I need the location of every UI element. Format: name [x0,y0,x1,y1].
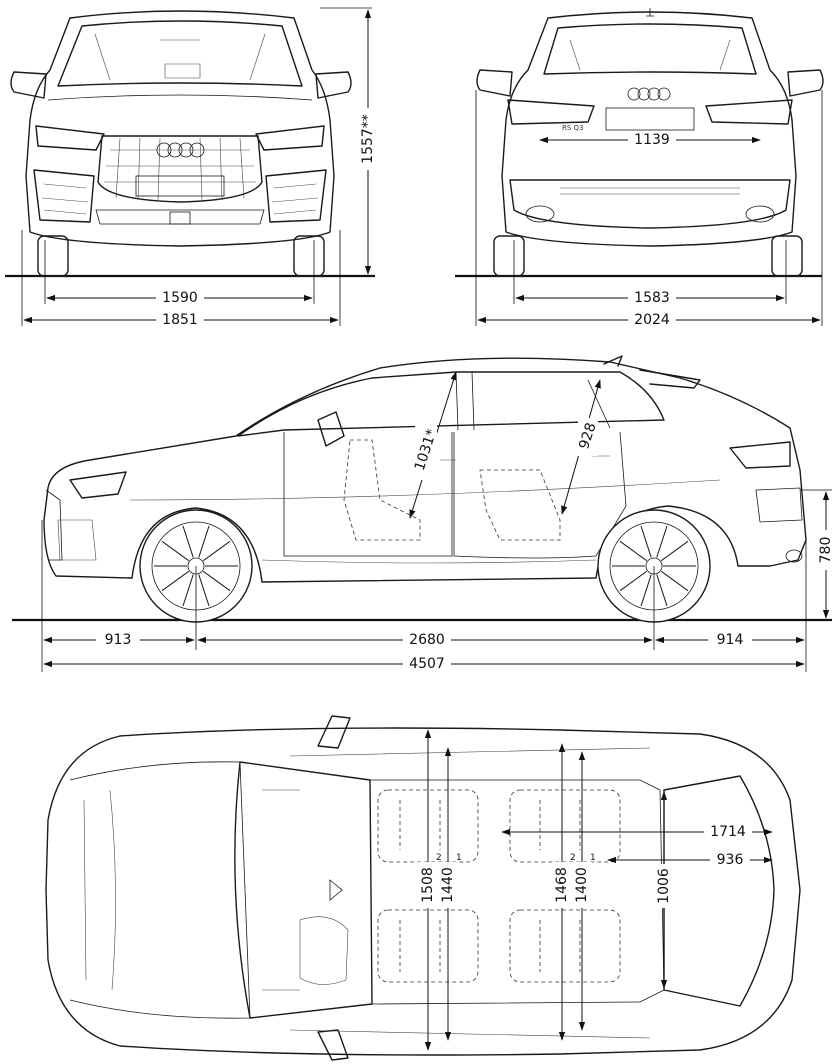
wheel-spoke [660,540,689,562]
rear-track-value: 1583 [634,290,670,306]
four-rings-logo [156,142,205,158]
rear-view: RS Q3 1139 1583 2024 [455,8,824,329]
front-overhang-value: 913 [105,632,132,648]
front-left-tire [37,235,69,277]
wheel-spoke [656,574,668,607]
grille-honeycomb [104,137,256,201]
wheel-spoke [182,574,194,607]
trunk-width-value: 1006 [656,868,672,904]
side-rear-seat [479,469,561,541]
wheel-spoke [202,540,231,562]
side-roof-spoiler [603,355,701,389]
rear-inner-value: 1139 [634,132,670,148]
rear-body-outline [501,11,797,247]
wheel-spoke [161,540,190,562]
shoulder-front-value: 1508 [420,867,436,903]
side-door-lines [283,431,627,559]
rear-left-exhaust [525,205,555,223]
wheel-spoke [619,540,648,562]
elbow-front-superscript: 1 [456,853,462,863]
rear-right-exhaust [745,205,775,223]
top-windshield [234,761,373,1019]
wheel-spoke [640,574,652,607]
rear-left-tire [493,235,525,277]
rear-height-value: 780 [818,537,834,564]
shoulder-front-superscript: 2 [436,853,442,863]
side-front-seat [343,439,421,541]
svg-text:RS Q3: RS Q3 [562,124,584,132]
side-window-outline [237,371,665,437]
width-value: 1851 [162,312,198,328]
top-upper-mirror [317,715,351,749]
front-grille [97,135,263,203]
length-value: 4507 [409,656,445,672]
headroom-rear-value: 928 [576,421,599,451]
side-mirror [317,411,345,447]
wheel-spoke [161,570,190,592]
side-taillight [729,441,791,469]
front-track-value: 1590 [162,290,198,306]
wheelbase-value: 2680 [409,632,445,648]
front-right-tire [293,235,325,277]
side-body-outline [43,357,807,583]
front-view: 1557** 1590 1851 [5,7,377,329]
side-headlight [69,471,127,499]
rear-diffuser [509,179,791,229]
front-left-intake [33,169,95,223]
rear-left-mirror [476,69,513,97]
rear-four-rings-logo [627,87,671,101]
top-lower-mirror [317,1029,349,1061]
rear-cargo-value: 936 [717,852,744,868]
rear-right-taillight [705,99,793,125]
rear-right-mirror [787,69,824,97]
front-right-intake [265,169,327,223]
wheel-spoke [198,525,210,558]
front-height-value: 1557** [360,114,376,164]
rear-right-tire [771,235,803,277]
elbow-front-value: 1440 [440,867,456,903]
shoulder-rear-value: 1468 [554,867,570,903]
top-rear-window [663,775,775,1007]
front-right-mirror [315,71,352,99]
top-hood [69,761,251,1019]
front-left-headlight [35,125,105,151]
elbow-rear-value: 1400 [574,867,590,903]
wheel-spoke [202,570,231,592]
shoulder-rear-superscript: 2 [570,853,576,863]
top-body-outline [45,727,801,1056]
rear-left-taillight [507,99,595,125]
wheel-spoke [640,525,652,558]
rear-overhang-value: 914 [717,632,744,648]
width-mirrors-value: 2024 [634,312,670,328]
front-body-outline [25,10,335,247]
front-windshield [57,20,303,87]
wheel-spoke [182,525,194,558]
elbow-rear-superscript: 1 [590,853,596,863]
rear-window [543,23,757,75]
wheel-spoke [198,574,210,607]
top-view: 1508 2 1440 1 1468 2 1400 1 1006 1714 93… [45,715,801,1061]
front-left-mirror [10,71,47,99]
top-dashboard [299,916,349,985]
wheel-spoke [619,570,648,592]
front-plate [135,175,225,197]
front-right-headlight [255,125,325,151]
wheel-spoke [656,525,668,558]
rear-plate [605,107,695,131]
side-view: 1031* 928 780 913 2680 914 4507 [12,355,835,673]
cabin-length-value: 1714 [710,824,746,840]
wheel-spoke [660,570,689,592]
